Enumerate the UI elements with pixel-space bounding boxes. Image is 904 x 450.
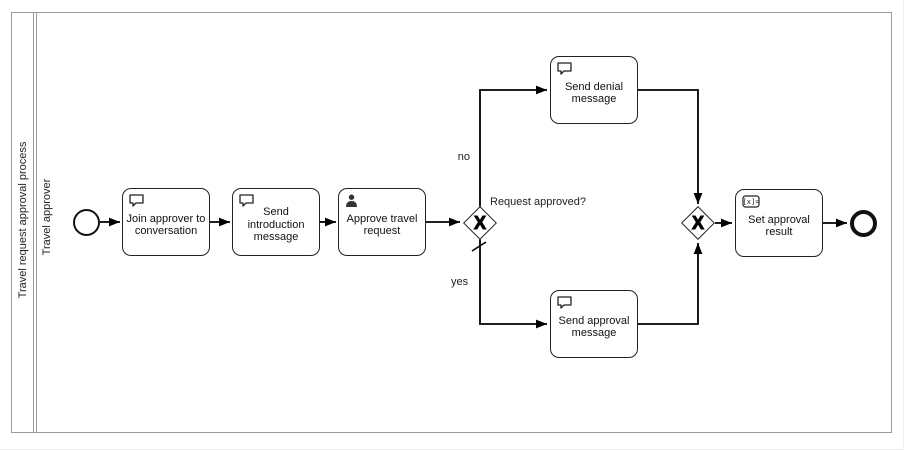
flow-yes-to-approval (479, 239, 547, 329)
message-icon (239, 194, 254, 207)
xor-marker: X (691, 212, 705, 233)
flow-no-to-denial (479, 85, 547, 207)
task-send-approval[interactable]: Send approval message (550, 290, 638, 358)
lane-left-border (36, 12, 37, 433)
task-set-approval-result[interactable]: [x]= Set approval result (735, 189, 823, 257)
default-flow-marker (471, 241, 487, 252)
expression-icon: [x]= (742, 195, 760, 208)
gateway-question-label: Request approved? (490, 196, 587, 208)
task-label: Send denial message (564, 80, 624, 106)
task-label: Send approval message (558, 314, 630, 340)
user-icon (346, 194, 357, 207)
task-label: Send introduction message (247, 206, 305, 244)
flow-label-no: no (457, 151, 470, 163)
pool-header-divider (33, 12, 34, 433)
task-approve-travel[interactable]: Approve travel request (338, 188, 426, 256)
message-icon (557, 296, 572, 309)
xor-marker: X (473, 212, 487, 233)
end-event[interactable] (850, 210, 877, 237)
flow-denial-to-merge (637, 89, 703, 204)
task-join-approver[interactable]: Join approver to conversation (122, 188, 210, 256)
message-icon (557, 62, 572, 75)
message-icon (129, 194, 144, 207)
start-event[interactable] (73, 209, 100, 236)
flow-approval-to-merge (637, 243, 703, 325)
task-label: Approve travel request (346, 212, 418, 238)
flow-label-yes: yes (451, 276, 469, 288)
task-send-denial[interactable]: Send denial message (550, 56, 638, 124)
task-label: Set approval result (748, 213, 810, 239)
task-send-introduction[interactable]: Send introduction message (232, 188, 320, 256)
pool-travel-request[interactable] (11, 12, 892, 433)
svg-text:[x]=: [x]= (743, 198, 760, 206)
task-label: Join approver to conversation (126, 212, 206, 238)
